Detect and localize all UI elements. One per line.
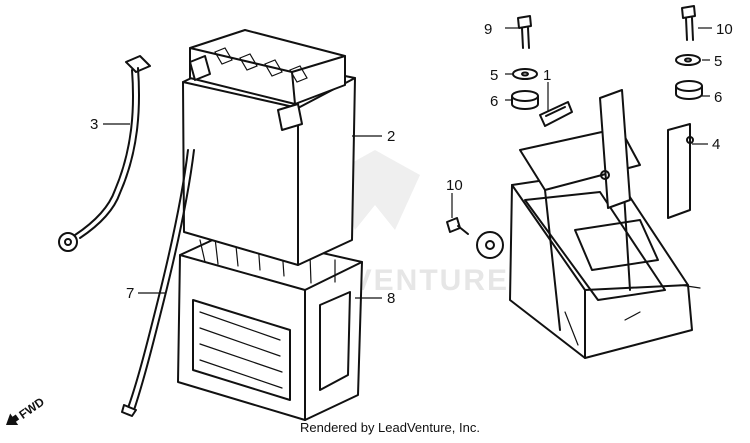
callout-6-left: 6 [490, 93, 498, 110]
callout-2: 2 [387, 128, 395, 145]
credit-text: Rendered by LeadVenture, Inc. [300, 420, 480, 435]
callout-5-right: 5 [714, 53, 722, 70]
bolts [517, 5, 696, 49]
callout-10-right: 10 [716, 21, 733, 38]
small-bolt [446, 217, 469, 235]
battery-holder [476, 89, 701, 359]
callout-3: 3 [90, 116, 98, 133]
callout-8: 8 [387, 290, 395, 307]
breather-tube-inner [133, 149, 195, 411]
callout-1: 1 [543, 67, 551, 84]
grommet [539, 101, 573, 127]
battery-cable [58, 55, 151, 252]
callout-numbers: 3 2 7 8 1 5 6 5 6 4 9 10 10 [90, 21, 733, 307]
callout-10-left: 9 [484, 21, 492, 38]
leader-lines [103, 27, 712, 299]
callout-4: 4 [712, 136, 720, 153]
callout-7: 7 [126, 285, 134, 302]
breather-tube-end [121, 404, 137, 417]
callout-9: 10 [446, 177, 463, 194]
callout-5-left: 5 [490, 67, 498, 84]
forward-direction: FWD [6, 394, 47, 425]
battery-box [177, 231, 363, 421]
breather-tube [127, 149, 189, 409]
battery [182, 29, 356, 266]
callout-6-right: 6 [714, 89, 722, 106]
fwd-label: FWD [16, 394, 47, 421]
fwd-arrow-icon [6, 413, 20, 425]
